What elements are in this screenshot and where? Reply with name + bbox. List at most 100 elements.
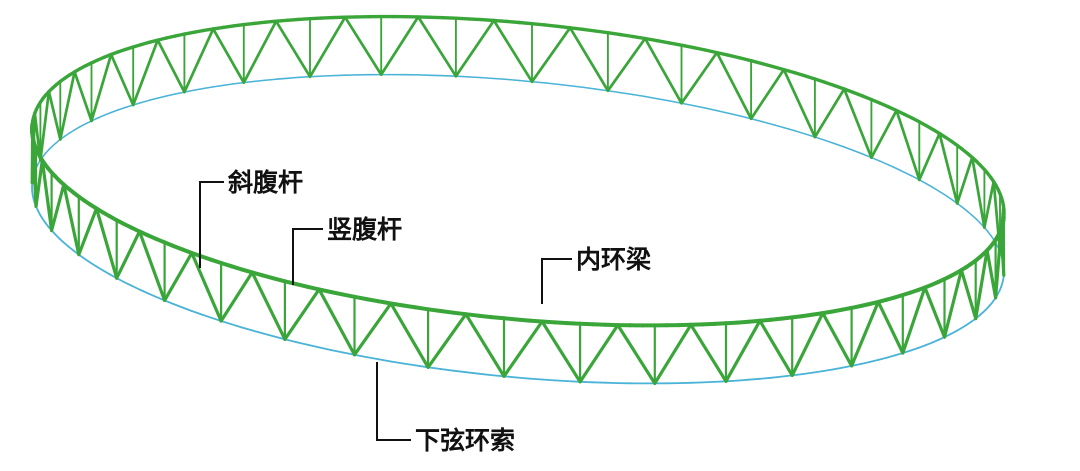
bottom-ring-cable-segment (701, 380, 716, 384)
diagonal-web-member (985, 248, 998, 300)
top-ring-beam-segment (581, 27, 597, 33)
bottom-ring-cable-segment (965, 320, 973, 326)
top-ring-beam-segment (388, 301, 406, 308)
diagonal-web-member (923, 285, 947, 339)
top-ring-beam-segment (401, 303, 418, 310)
top-ring-beam-segment (454, 16, 471, 21)
bottom-ring-cable-segment (668, 100, 683, 104)
label-diagonal-web-member: 斜腹杆 (227, 168, 303, 197)
bottom-ring-cable-segment (222, 83, 235, 87)
bottom-ring-cable-segment (452, 369, 467, 374)
top-ring-beam-segment (667, 41, 684, 47)
diagonal-web-member (47, 90, 62, 141)
bottom-ring-cable-segment (930, 339, 940, 344)
bottom-ring-cable-segment (467, 76, 482, 79)
bottom-ring-cable-segment (713, 380, 727, 383)
leader-line-inner-ring-beam (541, 258, 572, 304)
diagonal-web-member (895, 109, 921, 182)
bottom-ring-cable-segment (110, 109, 119, 114)
bottom-ring-cable-segment (172, 303, 184, 309)
bottom-ring-cable-segment (515, 376, 531, 380)
bottom-ring-cable-segment (769, 375, 783, 379)
bottom-ring-cable-segment (949, 330, 957, 336)
bottom-ring-cable-segment (877, 356, 888, 361)
bottom-ring-cable-segment (102, 269, 111, 276)
bottom-ring-cable-segment (62, 241, 70, 248)
annotation-lower-chord-ring-cable: 下弦环索 (376, 362, 515, 455)
bottom-ring-cable-segment (329, 349, 344, 354)
bottom-ring-cable-segment (716, 109, 730, 114)
bottom-ring-cable-segment (389, 360, 405, 365)
bottom-ring-cable-segment (427, 366, 442, 370)
bottom-ring-cable-segment (579, 380, 594, 384)
top-ring-beam-segment (441, 16, 458, 20)
bottom-ring-cable-segment (243, 80, 256, 84)
diagonal-web-member (190, 251, 223, 323)
bottom-ring-cable-segment (518, 79, 533, 83)
bottom-ring-cable-segment (909, 347, 919, 352)
bottom-ring-cable-segment (569, 85, 584, 89)
bottom-ring-cable-segment (780, 374, 794, 378)
bottom-ring-cable-segment (990, 234, 995, 241)
diagonal-web-member (77, 206, 99, 257)
bottom-ring-cable-segment (58, 237, 65, 244)
bottom-ring-cable-segment (64, 132, 71, 137)
diagonal-web-member (317, 287, 357, 357)
bottom-ring-cable-segment (232, 81, 245, 85)
bottom-ring-cable-segment (966, 210, 973, 217)
bottom-ring-cable-segment (594, 88, 609, 92)
diagonal-web-member (606, 37, 647, 93)
diagonal-web-member (938, 132, 959, 205)
bottom-ring-cable-segment (811, 370, 824, 374)
bottom-ring-cable-segment (556, 83, 571, 87)
leader-line-lower-chord-ring-cable (376, 362, 411, 441)
top-ring-beam-segment (679, 43, 696, 50)
bottom-ring-cable-segment (264, 78, 277, 81)
bottom-ring-cable-segment (631, 93, 646, 98)
diagonal-web-member (680, 51, 719, 105)
bottom-ring-cable-segment (739, 115, 752, 120)
bottom-ring-cable-segment (140, 99, 151, 104)
diagonal-web-member (901, 285, 927, 355)
bottom-ring-cable-segment (353, 353, 368, 359)
diagonal-web-member (352, 301, 393, 357)
bottom-ring-cable-segment (801, 371, 814, 376)
bottom-ring-cable-segment (566, 380, 581, 383)
top-ring-beam-segment (466, 17, 483, 22)
bottom-ring-cable-segment (607, 89, 622, 94)
top-ring-beam-segment (771, 64, 786, 72)
top-ring-beam-segment (527, 318, 545, 324)
diagonal-web-member (250, 270, 287, 341)
bottom-ring-cable-segment (156, 95, 168, 99)
diagonal-web-member (137, 229, 167, 302)
bottom-ring-cable-segment (736, 378, 750, 382)
diagonal-web-member (530, 26, 572, 84)
bottom-ring-cable-segment (365, 356, 380, 361)
diagonal-web-member (426, 312, 468, 369)
bottom-ring-cable-segment (903, 171, 913, 177)
diagonal-web-member (749, 68, 786, 121)
bottom-ring-cable-segment (879, 160, 890, 166)
bottom-ring-cable-segment (531, 80, 546, 84)
diagonal-web-member (283, 287, 321, 341)
diagonal-web-member (58, 70, 76, 141)
bottom-ring-cable-segment (230, 323, 243, 329)
diagonal-web-member (568, 26, 610, 93)
bottom-ring-cable-segment (704, 107, 718, 112)
bottom-ring-cable-segment (193, 87, 205, 92)
top-ring-beam-segment (715, 50, 731, 57)
diagonal-web-member (49, 183, 66, 233)
bottom-ring-cable-segment (414, 364, 430, 369)
bottom-ring-cable-segment (932, 186, 941, 193)
top-ring-beam-segment (803, 74, 817, 81)
bottom-ring-cable-segment (541, 378, 556, 382)
bottom-ring-cable-segment (843, 146, 855, 152)
bottom-ring-cable-segment (73, 126, 81, 131)
bottom-ring-cable-segment (97, 114, 106, 119)
top-ring-beam-segment (618, 32, 635, 39)
top-ring-beam-segment (263, 19, 278, 24)
bottom-ring-cable-segment (870, 156, 881, 162)
bottom-ring-cable-segment (95, 265, 104, 272)
bottom-ring-cable-segment (971, 214, 978, 221)
